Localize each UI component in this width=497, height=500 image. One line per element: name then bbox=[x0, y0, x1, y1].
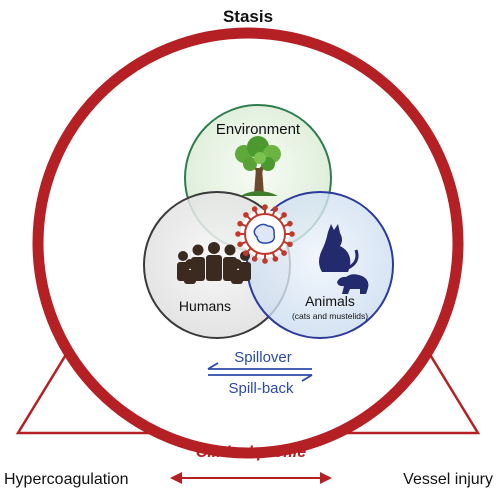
clinical-profile-label: Clinical profile bbox=[196, 444, 306, 461]
environment-label: Environment bbox=[216, 121, 301, 138]
animals-label: Animals bbox=[305, 293, 355, 309]
spillover-label: Spillover bbox=[234, 349, 292, 366]
spillback-label: Spill-back bbox=[228, 380, 294, 397]
spillover-arrow bbox=[207, 362, 312, 370]
virus-icon bbox=[235, 204, 295, 264]
cat-icon bbox=[319, 224, 359, 272]
clinical-profile-arrow bbox=[170, 472, 332, 484]
tree-icon bbox=[235, 136, 281, 196]
hypercoagulation-label: Hypercoagulation bbox=[4, 471, 129, 488]
spillback-arrow bbox=[208, 374, 313, 382]
title-stasis: Stasis bbox=[223, 7, 273, 26]
animals-sublabel: (cats and mustelids) bbox=[292, 311, 368, 321]
humans-label: Humans bbox=[179, 298, 231, 314]
people-icon bbox=[177, 242, 251, 284]
ferret-icon bbox=[337, 274, 369, 294]
vessel-injury-label: Vessel injury bbox=[403, 471, 493, 488]
